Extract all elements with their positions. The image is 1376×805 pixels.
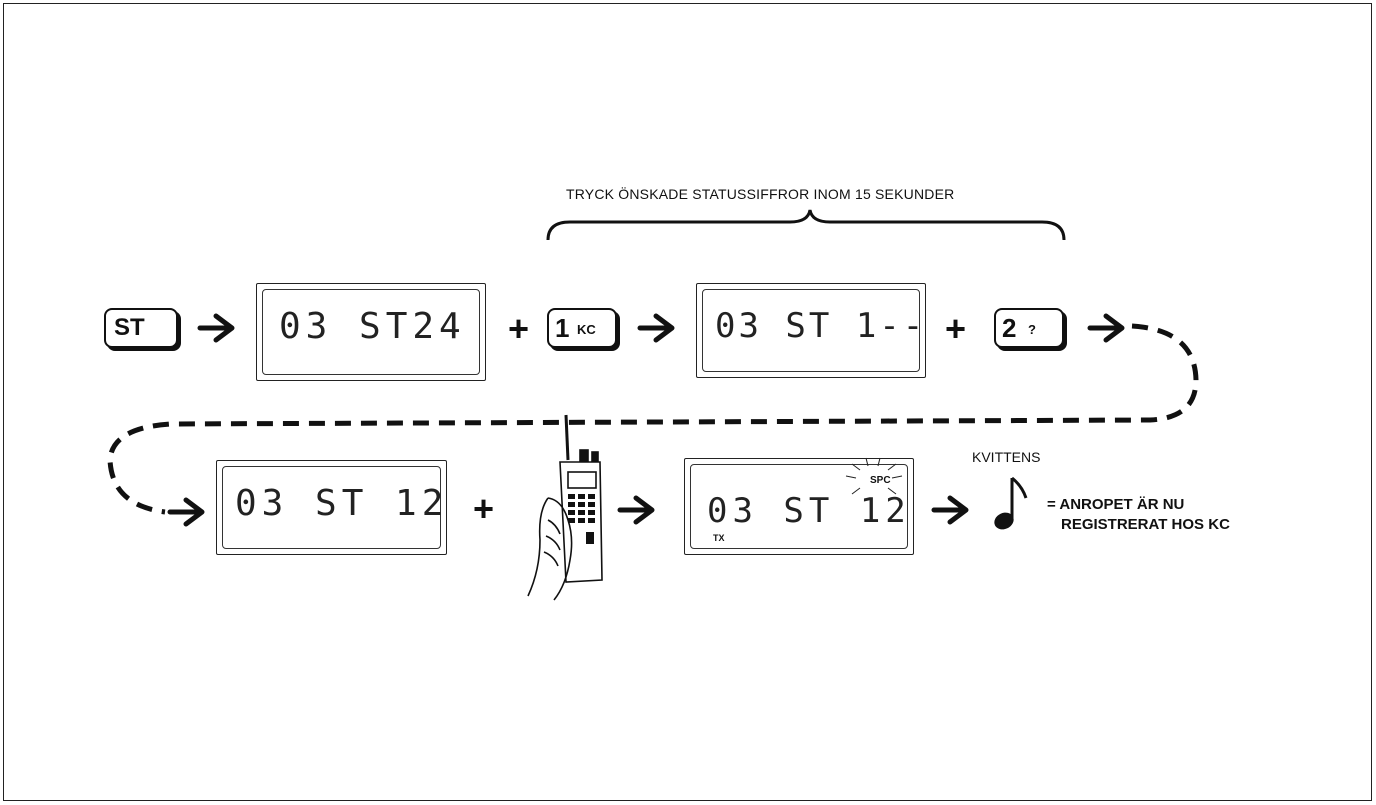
one-key-sub: KC	[577, 322, 596, 337]
result-text: = ANROPET ÄR NU REGISTRERAT HOS KC	[1047, 495, 1230, 535]
plus-sign-3: +	[473, 488, 495, 529]
st-key[interactable]: ST	[104, 308, 178, 348]
spc-indicator: SPC	[870, 475, 891, 486]
right-arrow-icon	[167, 497, 205, 527]
spc-flash-icon	[845, 457, 903, 495]
one-key-digit: 1	[555, 313, 570, 343]
result-line-1: = ANROPET ÄR NU	[1047, 496, 1185, 513]
curly-brace-icon	[546, 209, 1066, 241]
st-key-label: ST	[114, 314, 145, 341]
right-arrow-icon	[617, 495, 655, 525]
right-arrow-icon	[197, 313, 235, 343]
music-note-icon	[994, 476, 1028, 530]
two-key-sub: ?	[1028, 322, 1036, 337]
right-arrow-icon	[637, 313, 675, 343]
diagram-frame	[3, 3, 1372, 801]
plus-sign-1: +	[508, 308, 530, 349]
lcd-display-1-window	[262, 289, 480, 375]
lcd-display-4: 03 ST 12 TX SPC	[684, 458, 914, 555]
tx-indicator: TX	[713, 533, 725, 543]
one-kc-key[interactable]: 1 KC	[547, 308, 617, 348]
lcd-display-1-text: 03 ST24	[279, 306, 466, 347]
right-arrow-icon	[1087, 313, 1125, 343]
lcd-display-2-text: 03 ST 1--	[715, 306, 927, 346]
plus-sign-2: +	[945, 308, 967, 349]
lcd-display-2: 03 ST 1--	[696, 283, 926, 378]
kvittens-label: KVITTENS	[972, 449, 1041, 465]
two-question-key[interactable]: 2 ?	[994, 308, 1064, 348]
two-key-digit: 2	[1002, 313, 1017, 343]
lcd-display-4-text: 03 ST 12	[707, 491, 911, 531]
result-line-2: REGISTRERAT HOS KC	[1061, 516, 1230, 533]
lcd-display-1: 03 ST24	[256, 283, 486, 381]
lcd-display-2-window	[702, 289, 920, 372]
dashed-path-icon	[107, 323, 1199, 515]
lcd-display-3-window	[222, 466, 441, 549]
header-label: TRYCK ÖNSKADE STATUSSIFFROR INOM 15 SEKU…	[566, 186, 955, 202]
right-arrow-icon	[931, 495, 969, 525]
lcd-display-3: 03 ST 12	[216, 460, 447, 555]
radio-handset-icon	[527, 414, 603, 601]
lcd-display-4-window	[690, 464, 908, 549]
lcd-display-3-text: 03 ST 12	[235, 483, 449, 524]
